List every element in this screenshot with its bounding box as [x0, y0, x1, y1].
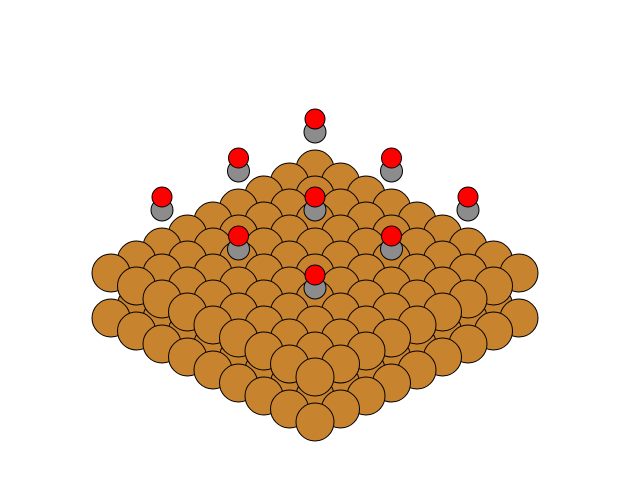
oxygen-atom — [304, 186, 326, 208]
oxygen-atom — [228, 147, 249, 169]
cu-atom — [295, 357, 335, 397]
oxygen-atom — [381, 147, 402, 169]
oxygen-atom — [381, 225, 402, 247]
oxygen-atom — [457, 186, 479, 208]
oxygen-atom — [228, 225, 249, 247]
cu-atom — [295, 402, 335, 442]
atoms-group — [91, 108, 539, 442]
oxygen-atom — [304, 108, 326, 130]
oxygen-atom — [304, 264, 326, 286]
oxygen-atom — [151, 186, 173, 208]
